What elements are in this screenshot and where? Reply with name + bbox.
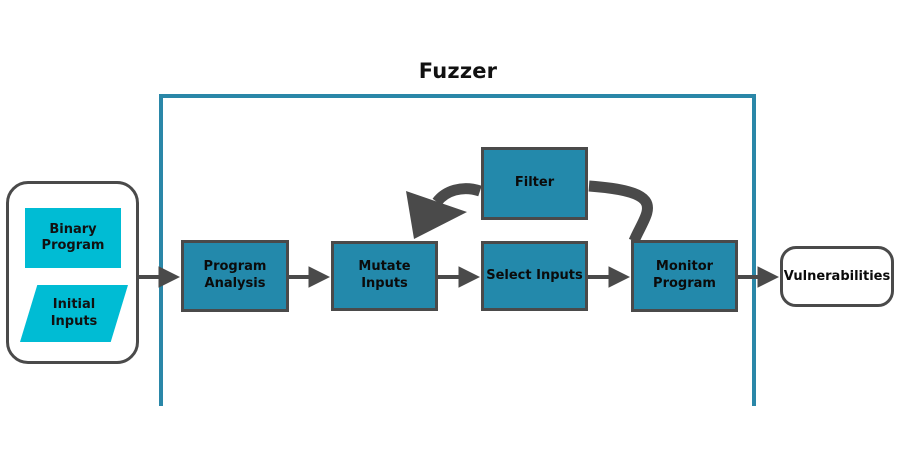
fuzzer-boundary	[159, 94, 756, 406]
node-label: Vulnerabilities	[783, 269, 891, 284]
node-monitor-program[interactable]: Monitor Program	[631, 240, 738, 312]
node-label: Select Inputs	[486, 267, 583, 283]
label-line-2: Program	[653, 276, 716, 291]
input-initial-inputs[interactable]: Initial Inputs	[20, 285, 128, 342]
label-line-2: Inputs	[50, 313, 98, 329]
label-line-2: Analysis	[204, 276, 266, 291]
parallelogram-shape	[20, 285, 128, 342]
input-binary-program[interactable]: Binary Program	[25, 208, 121, 268]
label-line-1: Binary	[49, 221, 97, 237]
node-label: Program Analysis	[204, 259, 267, 293]
input-binary-program-label: Binary Program	[42, 222, 105, 255]
label-line-1: Program	[203, 259, 267, 275]
node-mutate-inputs[interactable]: Mutate Inputs	[331, 241, 438, 311]
label-line-1: Initial	[52, 297, 96, 313]
node-label: Filter	[514, 175, 555, 191]
node-label: Monitor Program	[653, 259, 716, 293]
input-initial-inputs-label: Initial Inputs	[20, 285, 128, 342]
page-title: Fuzzer	[418, 59, 498, 83]
node-select-inputs[interactable]: Select Inputs	[481, 241, 588, 311]
node-label: Mutate Inputs	[358, 259, 411, 291]
label-line-2: Program	[41, 238, 105, 253]
node-filter[interactable]: Filter	[481, 147, 588, 220]
node-vulnerabilities[interactable]: Vulnerabilities	[780, 246, 894, 307]
label-line-1: Monitor	[655, 259, 714, 275]
label-stack: Initial Inputs	[51, 297, 98, 330]
node-program-analysis[interactable]: Program Analysis	[181, 240, 289, 312]
